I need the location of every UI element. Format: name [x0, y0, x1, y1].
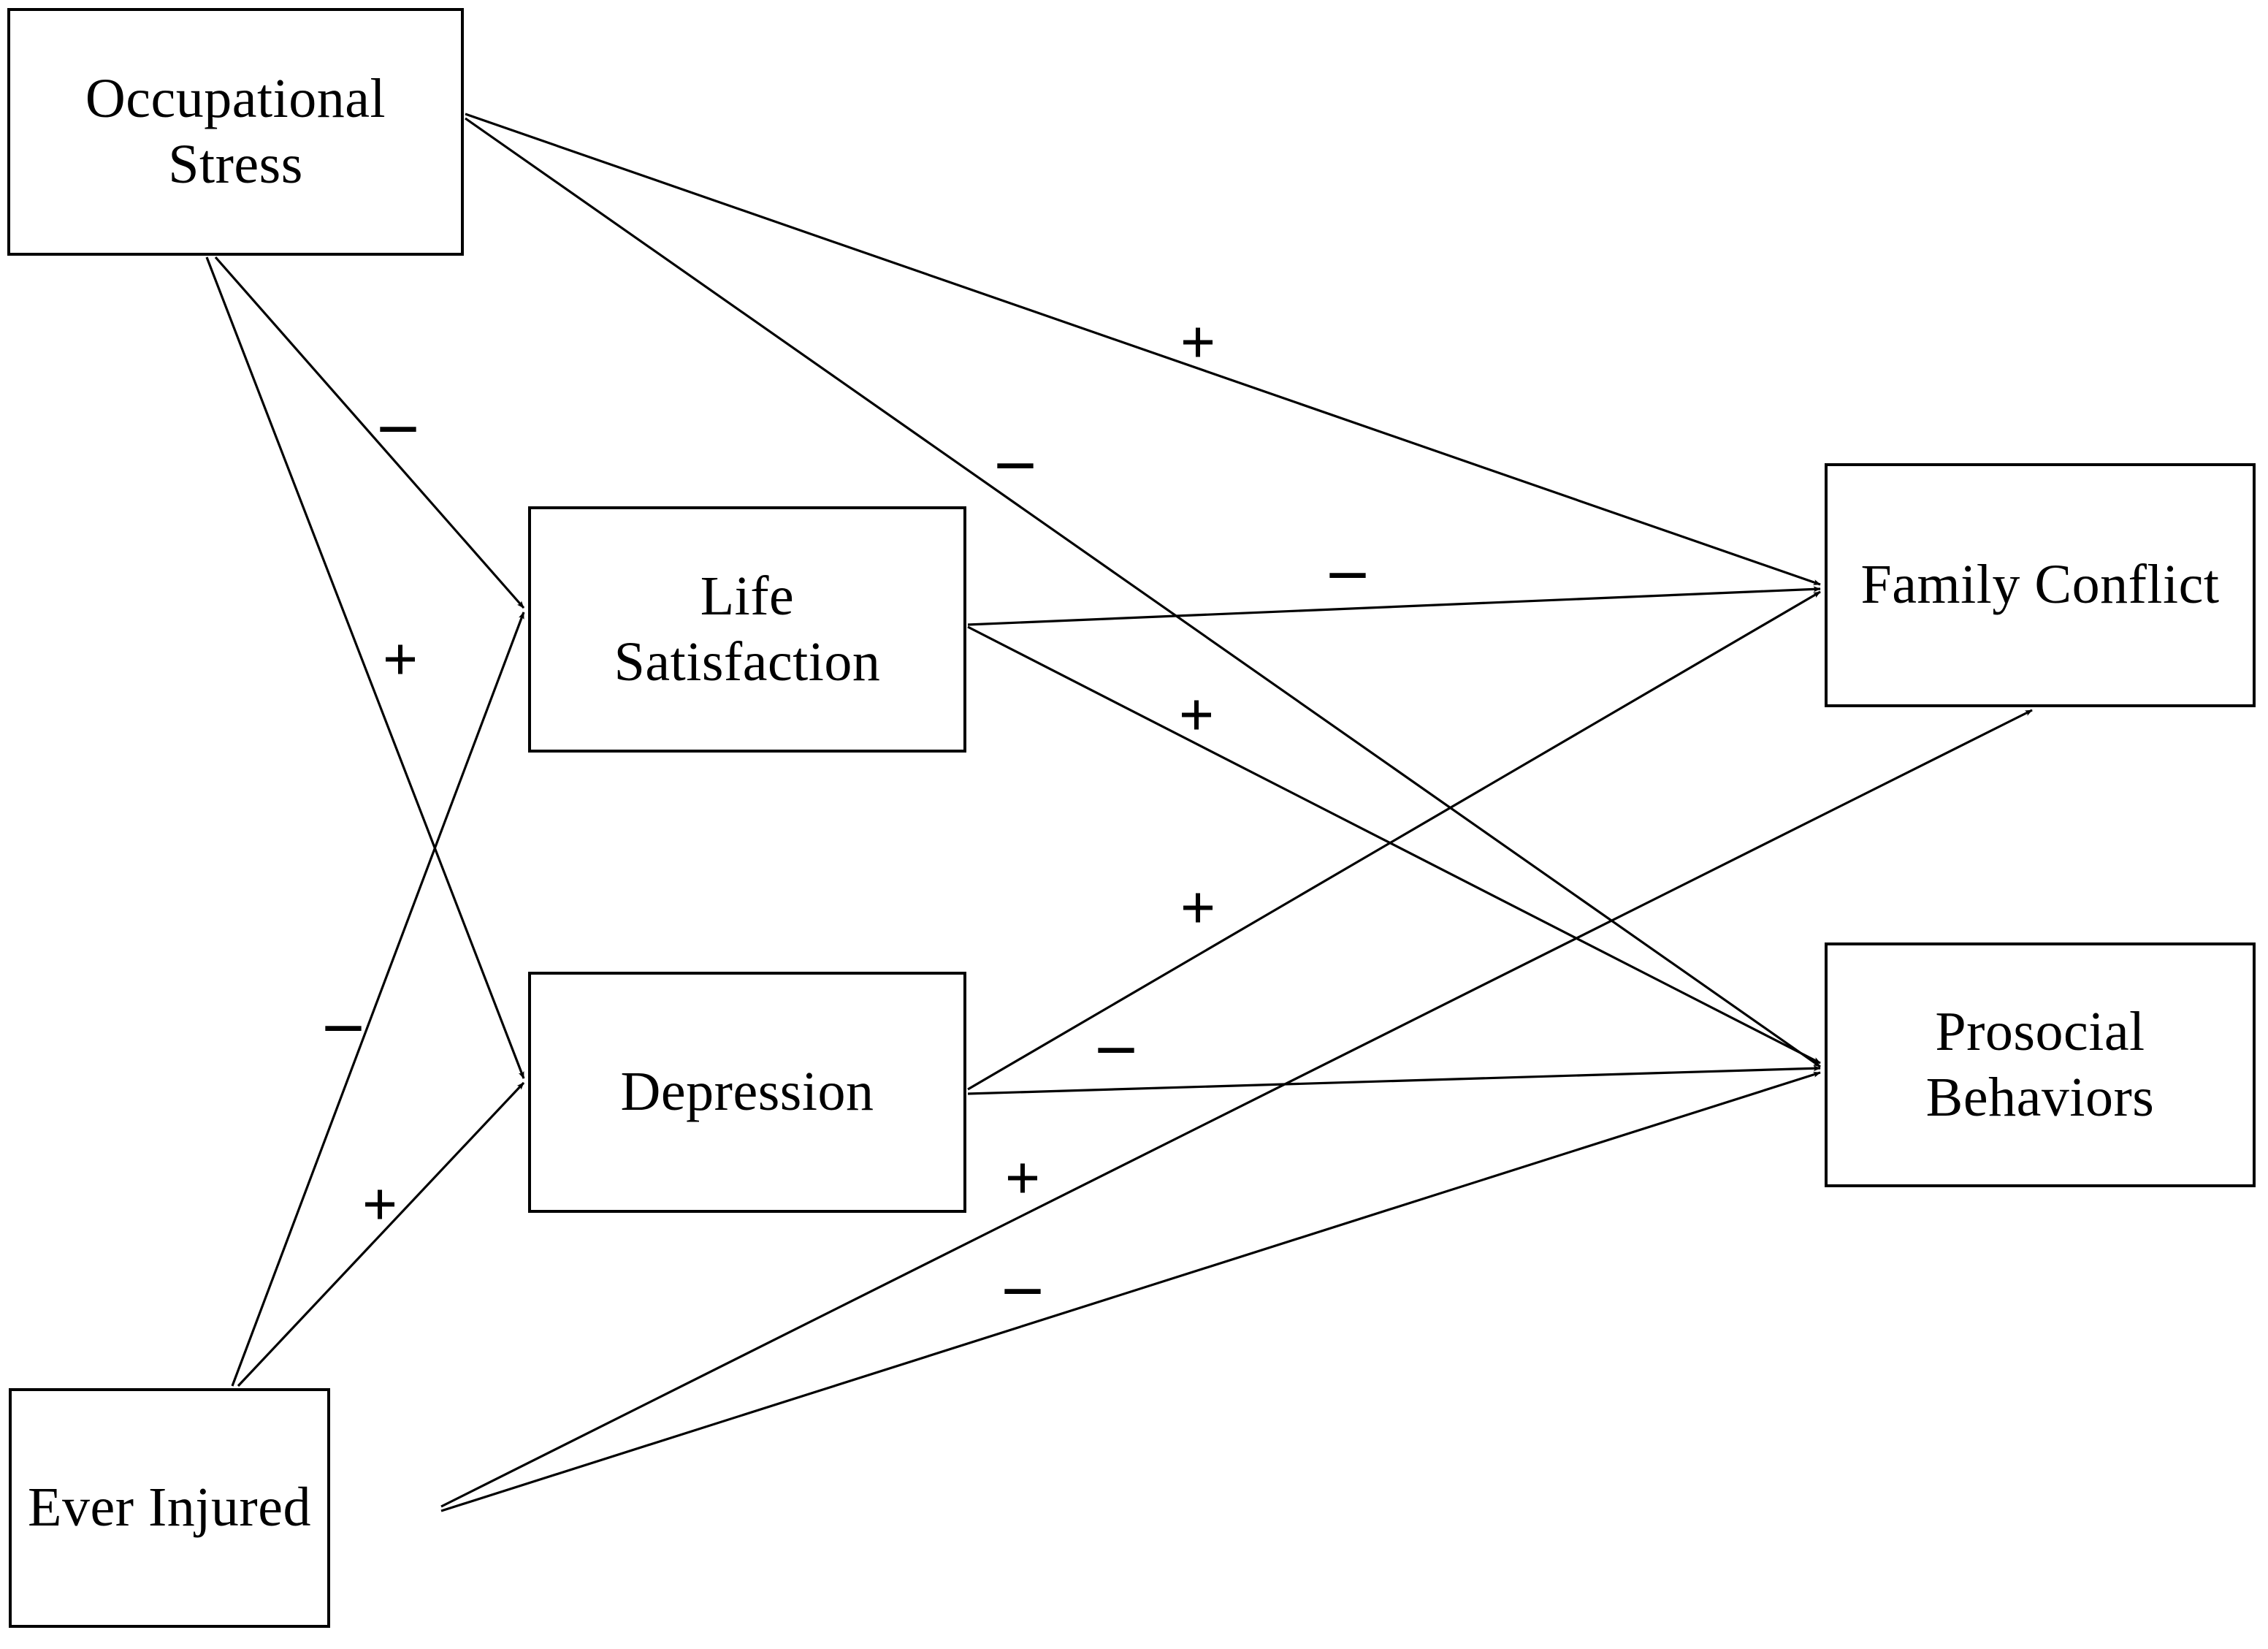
- node-label: Prosocial Behaviors: [1925, 1000, 2155, 1128]
- edge-arrow-dep-fc: [967, 590, 1821, 1091]
- edge-sign-ei-dep: +: [362, 1169, 398, 1239]
- node-label: Life Satisfaction: [614, 565, 881, 693]
- edge-sign-dep-fc: +: [1180, 872, 1216, 942]
- edge-sign-ei-pb: –: [1005, 1245, 1040, 1323]
- node-label: Ever Injured: [28, 1477, 311, 1539]
- edge-arrow-ei-pb: [440, 1071, 1821, 1512]
- edge-arrow-ei-ls: [231, 612, 525, 1387]
- edge-arrow-ei-dep: [237, 1081, 525, 1387]
- edge-arrow-dep-pb: [967, 1065, 1821, 1095]
- node-family-conflict[interactable]: Family Conflict: [1825, 463, 2256, 707]
- edge-arrow-os-ls: [214, 256, 525, 609]
- edge-lines-group: [205, 113, 2033, 1512]
- edge-sign-ls-fc: –: [1330, 529, 1365, 607]
- edge-sign-dep-pb: –: [1099, 1004, 1134, 1082]
- edge-sign-os-pb: –: [998, 419, 1033, 498]
- edge-sign-ei-fc: +: [1004, 1143, 1041, 1213]
- edge-arrow-os-pb: [465, 117, 1821, 1068]
- edge-sign-os-ls: –: [381, 383, 416, 461]
- node-occupational-stress[interactable]: Occupational Stress: [7, 8, 464, 256]
- edge-arrow-ls-fc: [967, 586, 1821, 626]
- node-label: Family Conflict: [1860, 554, 2220, 616]
- node-life-satisfaction[interactable]: Life Satisfaction: [528, 506, 966, 753]
- edge-arrow-os-fc: [465, 113, 1821, 586]
- edge-sign-ei-ls: –: [326, 982, 361, 1060]
- node-label: Depression: [620, 1061, 874, 1123]
- node-ever-injured[interactable]: Ever Injured: [9, 1388, 330, 1628]
- edge-arrow-ls-pb: [967, 625, 1821, 1065]
- edge-arrow-os-dep: [205, 256, 525, 1079]
- edge-arrow-ei-fc: [440, 709, 2033, 1508]
- edge-sign-ls-pb: +: [1178, 679, 1215, 750]
- node-label: Occupational Stress: [85, 67, 386, 195]
- edge-sign-os-dep: +: [382, 624, 419, 694]
- node-prosocial-behaviors[interactable]: Prosocial Behaviors: [1825, 942, 2256, 1187]
- edge-sign-os-fc: +: [1180, 307, 1216, 377]
- node-depression[interactable]: Depression: [528, 972, 966, 1213]
